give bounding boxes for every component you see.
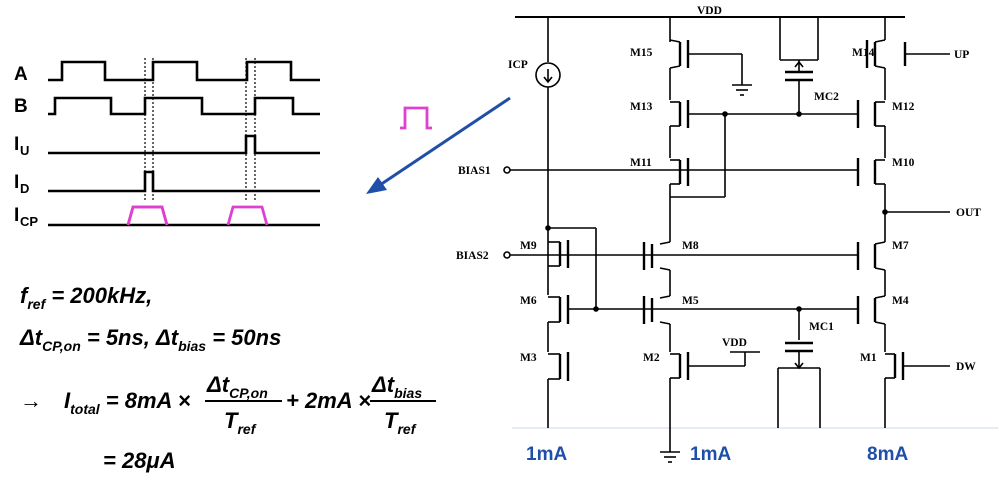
current-label-2: 1mA — [690, 444, 731, 465]
label-mc1: MC1 — [809, 321, 834, 333]
label-m14: M14 — [852, 47, 875, 59]
svg-text:Tref: Tref — [224, 408, 257, 437]
svg-text:ΔtCP,on = 5ns, Δtbias = 50ns: ΔtCP,on = 5ns, Δtbias = 50ns — [19, 325, 281, 354]
current-label-1: 1mA — [526, 444, 567, 465]
label-bias1: BIAS1 — [458, 165, 491, 177]
svg-text:I: I — [14, 205, 19, 226]
label-m1: M1 — [860, 352, 877, 364]
signal-label-id: I D — [14, 172, 29, 196]
svg-text:D: D — [20, 181, 29, 196]
eq-fref: fref = 200kHz, — [20, 283, 152, 312]
label-m8: M8 — [682, 240, 699, 252]
label-out: OUT — [956, 207, 981, 219]
eq-itotal: → Itotal = 8mA × ΔtCP,on Tref + 2mA × Δt… — [20, 372, 436, 437]
waveform-id — [48, 170, 320, 193]
label-up: UP — [954, 49, 969, 61]
label-m11: M11 — [630, 157, 652, 169]
svg-text:I: I — [14, 172, 19, 193]
label-m4: M4 — [892, 295, 909, 307]
signal-label-icp: I CP — [14, 205, 38, 229]
circuit-schematic — [503, 16, 998, 463]
label-m10: M10 — [892, 157, 915, 169]
svg-text:→: → — [20, 388, 42, 413]
eq-result: = 28μA — [103, 448, 176, 473]
label-m6: M6 — [520, 295, 537, 307]
label-m9: M9 — [520, 240, 537, 252]
svg-text:+ 2mA ×: + 2mA × — [286, 388, 371, 413]
label-bias2: BIAS2 — [456, 250, 489, 262]
equations: fref = 200kHz, ΔtCP,on = 5ns, Δtbias = 5… — [19, 283, 436, 473]
svg-text:CP: CP — [20, 214, 38, 229]
label-m12: M12 — [892, 101, 915, 113]
signal-label-b: B — [14, 96, 28, 117]
svg-text:Tref: Tref — [384, 408, 417, 437]
label-m3: M3 — [520, 352, 537, 364]
waveform-iu — [48, 134, 320, 155]
signal-label-a: A — [14, 64, 28, 85]
waveform-icp-pulses — [126, 205, 169, 226]
waveform-icp-pulse-1 — [126, 205, 169, 226]
circuit-labels: VDD ICP M15 M13 M11 MC2 M14 UP M12 M10 B… — [456, 5, 981, 373]
svg-text:I: I — [14, 134, 19, 155]
label-dw: DW — [956, 361, 976, 373]
svg-text:Δtbias: Δtbias — [371, 372, 422, 401]
label-icp: ICP — [508, 59, 528, 71]
pulse-icon — [400, 106, 432, 130]
eq-dt: ΔtCP,on = 5ns, Δtbias = 50ns — [19, 325, 281, 354]
waveform-a — [48, 60, 320, 82]
label-m5: M5 — [682, 295, 699, 307]
junction-dots — [545, 111, 888, 312]
label-mc2: MC2 — [814, 91, 839, 103]
label-m7: M7 — [892, 240, 909, 252]
current-labels: 1mA 1mA 8mA — [526, 444, 908, 465]
current-label-3: 8mA — [867, 444, 908, 465]
svg-text:ΔtCP,on: ΔtCP,on — [206, 372, 268, 401]
label-m2: M2 — [643, 352, 660, 364]
waveform-icp-pulse-2 — [226, 205, 269, 226]
label-vdd-small: VDD — [722, 337, 747, 349]
label-m15: M15 — [630, 47, 653, 59]
pointer-arrow — [366, 96, 511, 194]
svg-text:U: U — [20, 143, 29, 158]
waveform-b — [48, 96, 320, 116]
label-m13: M13 — [630, 101, 653, 113]
timing-diagram: A B I U I D I CP — [14, 58, 320, 229]
svg-text:Itotal = 8mA ×: Itotal = 8mA × — [64, 388, 191, 417]
label-vdd: VDD — [697, 5, 722, 17]
svg-text:fref = 200kHz,: fref = 200kHz, — [20, 283, 152, 312]
signal-label-iu: I U — [14, 134, 29, 158]
